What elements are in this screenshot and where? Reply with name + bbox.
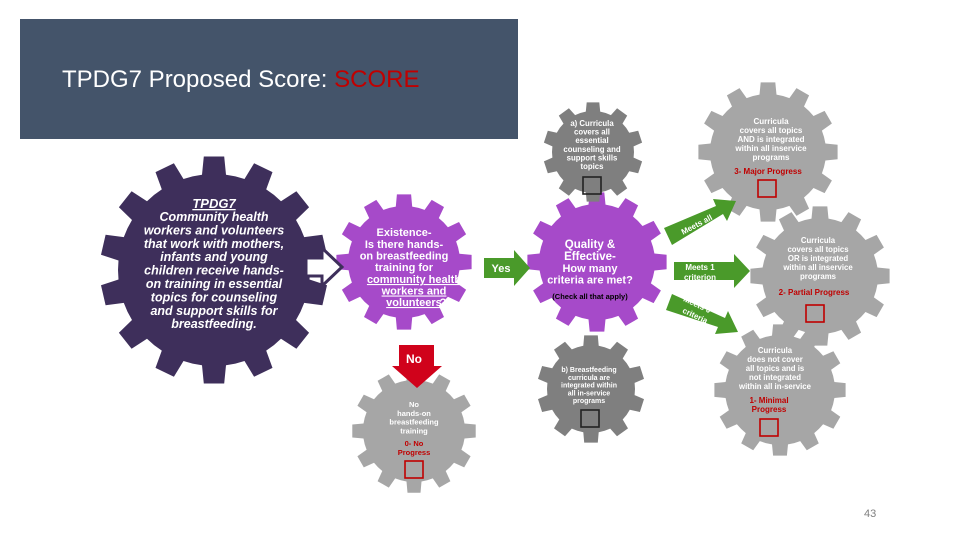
existence-qmark: ? <box>440 297 447 309</box>
main-gear-text-line-0: Community health <box>159 210 268 224</box>
no-progress-score-line-0: 0- No <box>405 439 424 448</box>
meets-1-label-1: Meets 1 <box>685 263 715 272</box>
criterion-a-text-line-3: counseling and <box>563 145 620 154</box>
existence-question-line-0: Is there hands- <box>365 239 444 251</box>
quality-gear <box>527 192 667 332</box>
criterion-a-text-line-4: support skills <box>567 153 618 162</box>
existence-question-line-2: training for <box>375 262 434 274</box>
yes-label: Yes <box>492 263 511 275</box>
partial-progress-text-line-2: OR is integrated <box>788 254 848 263</box>
partial-progress-gear <box>750 206 890 346</box>
criterion-a-text-line-2: essential <box>575 136 608 145</box>
minimal-progress-text-line-3: not integrated <box>749 373 801 382</box>
criterion-a-text-line-0: a) Curricula <box>570 119 614 128</box>
partial-progress-checkbox[interactable] <box>805 304 825 323</box>
minimal-progress-text-line-0: Curricula <box>758 346 793 355</box>
main-gear-text-line-5: on training in essential <box>146 277 283 291</box>
main-gear-text-line-1: workers and volunteers <box>144 223 284 237</box>
no-progress-text-line-1: hands-on <box>397 409 431 418</box>
no-progress-checkbox[interactable] <box>404 460 424 479</box>
criterion-a-text-line-1: covers all <box>574 128 610 137</box>
no-progress-text-line-0: No <box>409 400 419 409</box>
major-progress-text-line-3: within all inservice <box>734 144 807 153</box>
major-progress-text-line-4: programs <box>753 153 790 162</box>
no-progress-text-line-2: breastfeeding <box>389 418 439 427</box>
meets-0-arrow <box>666 294 738 334</box>
quality-question-line-0: How many <box>562 263 618 275</box>
main-gear-text-line-7: and support skills for <box>150 304 278 318</box>
criterion-b-text-line-0: b) Breastfeeding <box>561 367 616 374</box>
title-banner <box>20 19 518 139</box>
major-progress-text-line-0: Curricula <box>753 117 789 126</box>
no-progress-gear <box>352 369 476 493</box>
major-progress-gear <box>698 82 838 222</box>
major-progress-score: 3- Major Progress <box>734 167 802 176</box>
quality-note: (Check all that apply) <box>552 292 628 301</box>
main-gear-title: TPDG7 <box>192 196 236 211</box>
minimal-progress-gear <box>714 324 846 456</box>
partial-progress-text-line-4: programs <box>800 272 837 281</box>
existence-underlined-line-0: community health <box>367 274 461 286</box>
criterion-a-checkbox[interactable] <box>582 176 602 195</box>
meets-all-arrow <box>664 199 736 245</box>
minimal-progress-score-line-1: Progress <box>752 405 787 414</box>
criterion-b-text-line-1: curricula are <box>568 375 610 382</box>
partial-progress-text-line-0: Curricula <box>801 236 836 245</box>
criterion-a-gear <box>543 102 643 202</box>
yes-arrow <box>484 250 530 286</box>
partial-progress-text-line-1: covers all topics <box>787 245 849 254</box>
existence-heading: Existence- <box>376 227 431 239</box>
quality-heading-line-1: Effective- <box>564 251 616 263</box>
no-progress-text-line-3: training <box>400 426 428 435</box>
minimal-progress-checkbox[interactable] <box>759 418 779 437</box>
minimal-progress-text-line-4: within all in-service <box>738 382 812 391</box>
criterion-a-text-line-5: topics <box>581 162 605 171</box>
main-gear-text-line-4: children receive hands- <box>144 264 284 278</box>
title-prefix: TPDG7 Proposed Score: <box>62 66 335 93</box>
major-progress-text-line-2: AND is integrated <box>737 135 804 144</box>
meets-1-arrow <box>674 254 750 288</box>
criterion-b-checkbox[interactable] <box>580 409 600 428</box>
partial-progress-score: 2- Partial Progress <box>779 288 850 297</box>
main-gear <box>101 156 327 384</box>
no-label: No <box>406 352 422 366</box>
minimal-progress-text-line-2: all topics and is <box>746 364 805 373</box>
partial-progress-text-line-3: within all inservice <box>782 263 853 272</box>
quality-question-line-1: criteria are met? <box>547 275 633 287</box>
page-number: 43 <box>864 508 877 520</box>
existence-underlined-line-2: volunteers <box>386 297 442 309</box>
meets-1-label-2: criterion <box>684 273 716 282</box>
criterion-b-text-line-3: all in-service <box>568 390 611 397</box>
gears-layer <box>101 82 890 493</box>
major-progress-text-line-1: covers all topics <box>740 126 803 135</box>
criterion-b-text-line-2: integrated within <box>561 383 617 390</box>
main-gear-text-line-8: breastfeeding. <box>171 317 256 331</box>
main-gear-text-line-3: infants and young <box>160 250 268 264</box>
quality-heading-line-0: Quality & <box>565 239 615 251</box>
slide-title: TPDG7 Proposed Score: SCORE <box>62 66 419 94</box>
criterion-b-text-line-4: programs <box>573 398 605 405</box>
minimal-progress-score-line-0: 1- Minimal <box>749 396 788 405</box>
no-progress-score-line-1: Progress <box>398 448 431 457</box>
title-score: SCORE <box>334 66 420 93</box>
hollow-arrow-right <box>304 244 345 290</box>
arrows-layer <box>304 199 750 388</box>
main-gear-text-line-6: topics for counseling <box>151 290 278 304</box>
major-progress-checkbox[interactable] <box>757 179 777 198</box>
existence-underlined-line-1: workers and <box>381 286 447 298</box>
existence-gear <box>336 194 472 330</box>
criterion-b-gear <box>538 335 644 443</box>
no-arrow <box>392 345 442 388</box>
existence-question-line-1: on breastfeeding <box>360 251 449 263</box>
minimal-progress-text-line-1: does not cover <box>747 355 802 364</box>
main-gear-text-line-2: that work with mothers, <box>144 237 284 251</box>
